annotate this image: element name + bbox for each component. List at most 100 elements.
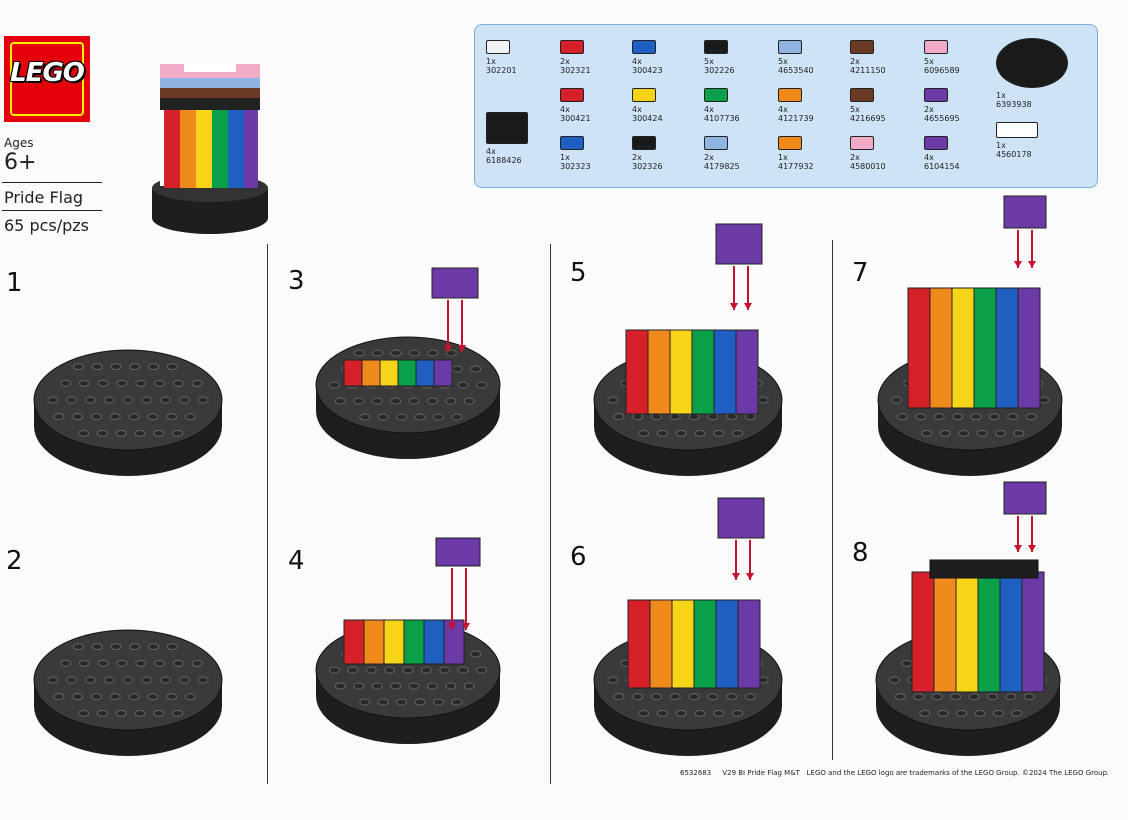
stud <box>613 413 625 421</box>
stud <box>931 693 943 701</box>
brick-column <box>443 619 465 665</box>
stud <box>402 666 414 674</box>
stud <box>432 413 444 421</box>
finished-model-image <box>152 64 268 234</box>
part-quantity: 4x <box>778 105 788 114</box>
stud <box>470 650 482 658</box>
purple-brick-icon <box>715 223 763 265</box>
stud <box>396 698 408 706</box>
stud <box>359 698 371 706</box>
part-quantity: 5x <box>704 57 714 66</box>
part-quantity: 2x <box>560 57 570 66</box>
stud <box>128 413 140 421</box>
ages-value: 6+ <box>4 150 37 175</box>
stud <box>414 413 426 421</box>
stud <box>128 693 140 701</box>
brick-column <box>379 359 399 387</box>
part-id: 300424 <box>632 114 663 123</box>
brick-column <box>671 599 695 689</box>
brick-column <box>1021 571 1045 693</box>
stud <box>78 709 90 717</box>
arrow-icon <box>458 345 466 352</box>
stud <box>172 429 184 437</box>
stud <box>191 379 203 387</box>
arrow-icon <box>1028 261 1036 268</box>
stud <box>968 693 980 701</box>
stud <box>426 397 438 405</box>
stud <box>122 396 134 404</box>
stud <box>457 381 469 389</box>
stud <box>632 693 644 701</box>
stud <box>135 659 147 667</box>
stud <box>919 709 931 717</box>
footer-version: V29 BI Pride Flag M&T <box>722 769 800 777</box>
stud <box>103 396 115 404</box>
part-brick-icon <box>704 136 728 150</box>
stud <box>451 365 463 373</box>
stud <box>72 413 84 421</box>
brick-column <box>737 599 761 689</box>
part-brick-icon <box>778 136 802 150</box>
part-id: 4177932 <box>778 162 814 171</box>
stud <box>958 429 970 437</box>
stud <box>47 676 59 684</box>
brick-column <box>951 287 975 409</box>
purple-brick-icon <box>1003 481 1047 515</box>
stud <box>110 643 122 651</box>
stud <box>147 413 159 421</box>
stud <box>726 693 738 701</box>
stud <box>638 709 650 717</box>
stud <box>426 682 438 690</box>
part-quantity: 2x <box>632 153 642 162</box>
brick-column <box>735 329 759 415</box>
divider-line <box>2 210 102 211</box>
stud <box>445 397 457 405</box>
stud <box>178 396 190 404</box>
stud <box>72 693 84 701</box>
stud <box>66 676 78 684</box>
brick-column <box>669 329 693 415</box>
brick-column <box>1017 287 1041 409</box>
stud <box>60 379 72 387</box>
stud <box>694 429 706 437</box>
stud <box>650 413 662 421</box>
stud <box>390 349 402 357</box>
stud <box>78 659 90 667</box>
brick-column <box>403 619 425 665</box>
stud <box>353 682 365 690</box>
stud <box>613 693 625 701</box>
set-name: Pride Flag <box>4 188 84 207</box>
stud <box>160 676 172 684</box>
brick-column <box>343 619 365 665</box>
part-brick-icon <box>778 40 802 54</box>
stud <box>976 429 988 437</box>
lego-logo: LEGO <box>4 36 90 122</box>
stud <box>675 429 687 437</box>
part-id: 302226 <box>704 66 735 75</box>
stud <box>371 682 383 690</box>
part-quantity: 4x <box>632 105 642 114</box>
stud <box>184 693 196 701</box>
part-id: 4179825 <box>704 162 740 171</box>
part-quantity: 4x <box>924 153 934 162</box>
step-number-2: 2 <box>6 546 23 576</box>
stud <box>347 666 359 674</box>
part-id: 4653540 <box>778 66 814 75</box>
stud <box>116 659 128 667</box>
stud <box>694 709 706 717</box>
stud <box>656 429 668 437</box>
part-quantity: 2x <box>704 153 714 162</box>
stud <box>408 397 420 405</box>
stud <box>974 709 986 717</box>
stud <box>463 397 475 405</box>
step-number-3: 3 <box>288 266 305 296</box>
stud <box>384 666 396 674</box>
stud <box>901 659 913 667</box>
stud <box>913 693 925 701</box>
brick-column <box>625 329 649 415</box>
